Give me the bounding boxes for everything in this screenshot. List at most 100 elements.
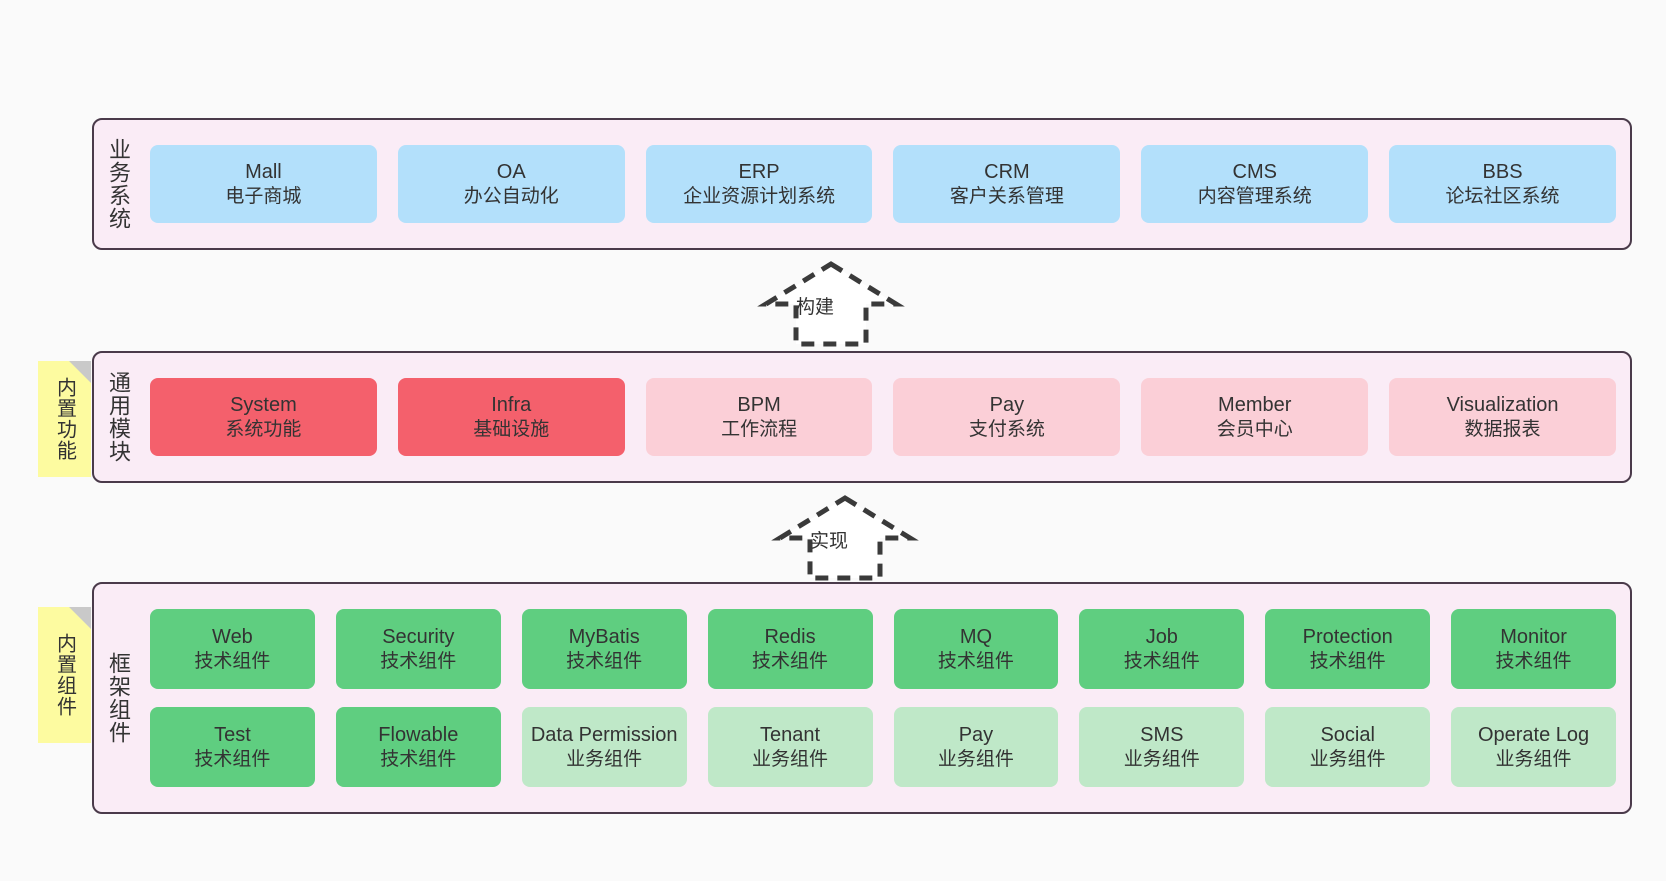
component-card-subtitle: 业务组件 [937,748,1014,770]
component-card-subtitle: 工作流程 [721,418,798,440]
component-card-name: MyBatis [568,625,640,648]
business-system-title: 业务系统 [105,138,131,230]
component-card-subtitle: 技术组件 [380,748,457,770]
implement-arrow: 实现 [770,492,920,584]
component-card-name: Tenant [760,723,821,746]
component-card-subtitle: 论坛社区系统 [1445,185,1560,207]
builtin-components-note-label: 内置组件 [53,633,76,717]
component-card-subtitle: 企业资源计划系统 [683,185,836,207]
component-card-subtitle: 业务组件 [1123,748,1200,770]
component-card-subtitle: 系统功能 [225,418,302,440]
component-card-name: Job [1145,625,1178,648]
component-card-name: Infra [491,393,532,416]
component-card-name: BPM [737,393,781,416]
component-card-subtitle: 技术组件 [937,650,1014,672]
implement-arrow-label: 实现 [810,531,849,552]
component-card-subtitle: 业务组件 [752,748,829,770]
component-card-subtitle: 技术组件 [1309,650,1386,672]
component-card-subtitle: 内容管理系统 [1197,185,1312,207]
component-card-subtitle: 技术组件 [194,650,271,672]
component-card-name: Operate Log [1477,723,1590,746]
implement-arrow-svg [771,495,919,581]
common-module-title: 通用模块 [105,371,131,463]
component-card-name: Redis [764,625,816,648]
component-card-name: Mall [245,160,282,183]
component-card-name: Security [382,625,455,648]
builtin-components-note: 内置组件 [38,607,91,743]
builtin-features-note-label: 内置功能 [53,377,76,461]
component-card-name: Monitor [1500,625,1567,648]
component-card-subtitle: 客户关系管理 [949,185,1064,207]
component-card-name: Pay [958,723,994,746]
note-fold-corner-icon [69,361,91,383]
component-card-name: Web [212,625,253,648]
build-arrow-svg [757,261,905,347]
note-fold-corner-icon [69,607,91,629]
component-card-subtitle: 业务组件 [1309,748,1386,770]
component-card-name: OA [496,160,526,183]
component-card-name: ERP [738,160,780,183]
build-arrow: 构建 [756,258,906,350]
component-card-name: Test [214,723,251,746]
component-card-subtitle: 技术组件 [1495,650,1572,672]
component-card-subtitle: 电子商城 [225,185,302,207]
component-card-name: Member [1218,393,1292,416]
component-card-subtitle: 基础设施 [473,418,550,440]
framework-component-title: 框架组件 [105,652,131,744]
component-card-name: MQ [959,625,993,648]
component-card-subtitle: 技术组件 [380,650,457,672]
component-card-name: System [230,393,297,416]
component-card-subtitle: 会员中心 [1216,418,1293,440]
build-arrow-label: 构建 [796,297,835,318]
component-card-subtitle: 技术组件 [752,650,829,672]
component-card-name: Data Permission [530,723,678,746]
component-card-name: BBS [1482,160,1523,183]
component-card-subtitle: 业务组件 [1495,748,1572,770]
component-card-name: Flowable [378,723,459,746]
component-card-name: CMS [1232,160,1277,183]
component-card-name: SMS [1140,723,1184,746]
component-card-subtitle: 业务组件 [566,748,643,770]
builtin-features-note: 内置功能 [38,361,91,477]
component-card-subtitle: 支付系统 [968,418,1045,440]
component-card-subtitle: 数据报表 [1464,418,1541,440]
